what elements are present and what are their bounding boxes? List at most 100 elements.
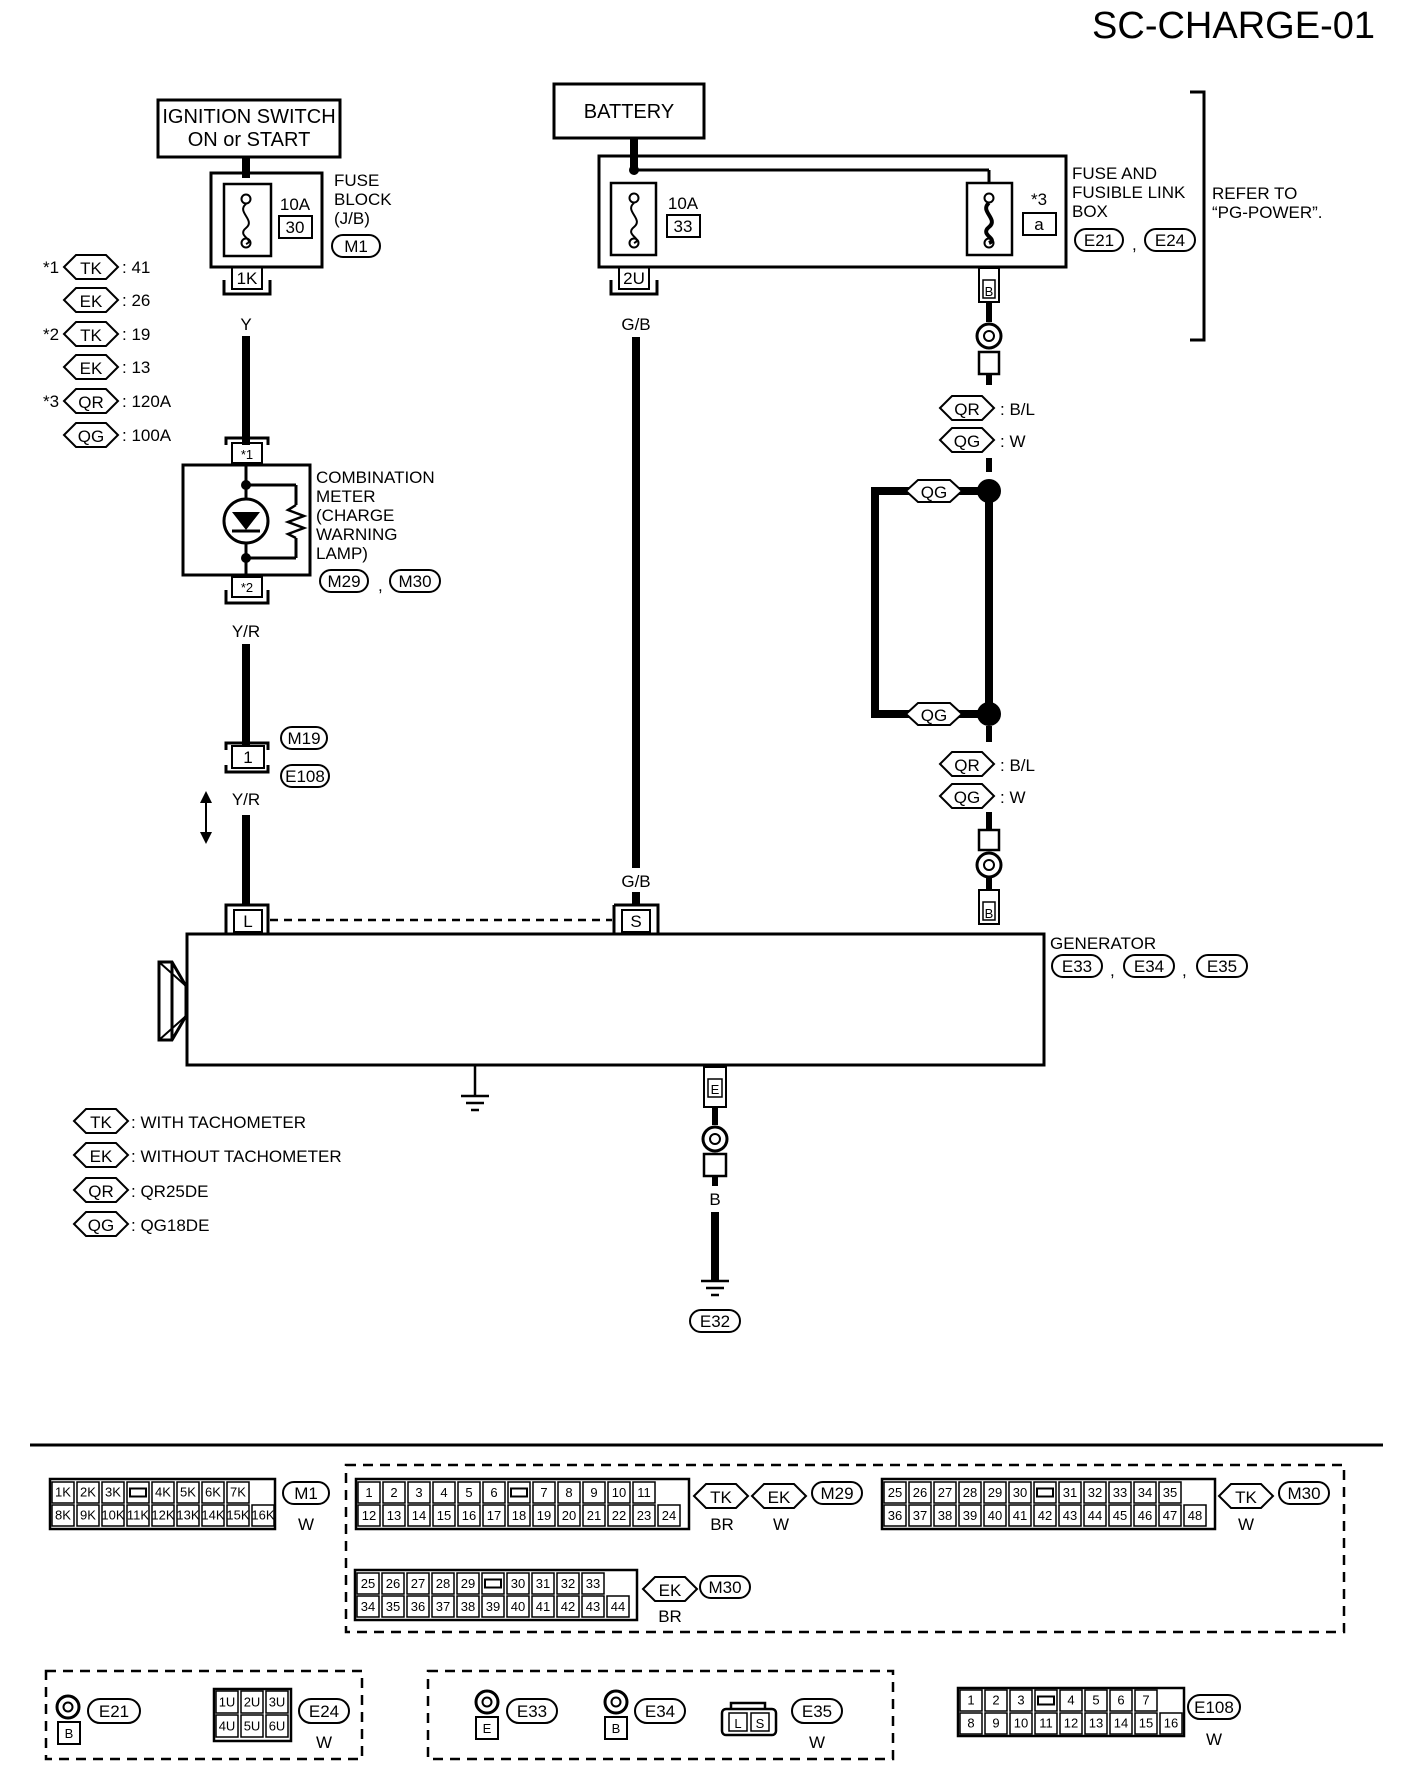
connector-pin: 33	[1108, 1481, 1132, 1504]
svg-text:3U: 3U	[269, 1695, 286, 1710]
connector-id-e24: E24	[298, 1698, 350, 1724]
svg-text:M30: M30	[708, 1578, 741, 1597]
connector-pin: 32	[1083, 1481, 1107, 1504]
connector-pin: 12	[1059, 1712, 1083, 1735]
connector-pin: 17	[482, 1504, 506, 1527]
svg-text:19: 19	[537, 1508, 551, 1523]
connector-badge-e34-top: E34	[1123, 954, 1175, 978]
wire-color-gb-2: G/B	[621, 872, 650, 891]
svg-text:TK: TK	[80, 259, 102, 278]
connector-pin: 40	[506, 1595, 530, 1618]
connector-badge-m30: M30	[389, 569, 441, 593]
svg-text:1: 1	[365, 1485, 372, 1500]
svg-text:28: 28	[436, 1576, 450, 1591]
battery-box: BATTERY	[552, 82, 706, 140]
connector-face-e21: B	[55, 1694, 81, 1745]
connector-id-e21: E21	[87, 1698, 141, 1724]
svg-text:6K: 6K	[205, 1485, 221, 1500]
svg-text:L: L	[734, 1716, 741, 1731]
generator-label: GENERATOR	[1050, 934, 1156, 953]
generator-conn-sep-1: ,	[1110, 961, 1115, 980]
svg-text:2U: 2U	[244, 1695, 261, 1710]
generator-body	[157, 932, 1046, 1067]
connector-pin: 33	[581, 1572, 605, 1595]
svg-text:3: 3	[415, 1485, 422, 1500]
svg-text:1K: 1K	[237, 269, 258, 288]
connector-pin: 36	[883, 1504, 907, 1527]
svg-text:33: 33	[586, 1576, 600, 1591]
svg-text:20: 20	[562, 1508, 576, 1523]
connector-pin: 4K	[151, 1481, 175, 1504]
connector-pin: 15	[1134, 1712, 1158, 1735]
connector-group-e33-e35	[426, 1669, 895, 1761]
connector-pin: 43	[581, 1595, 605, 1618]
connector-badge-e35-top: E35	[1196, 954, 1248, 978]
svg-text:6: 6	[490, 1485, 497, 1500]
svg-text:25: 25	[361, 1576, 375, 1591]
connector-pin: 37	[908, 1504, 932, 1527]
svg-text:QG: QG	[954, 788, 980, 807]
connector-pin: 8K	[51, 1504, 75, 1527]
svg-text:30: 30	[511, 1576, 525, 1591]
svg-text:14: 14	[1114, 1716, 1128, 1731]
svg-text:37: 37	[913, 1508, 927, 1523]
tag-qg-right-2: QG	[938, 783, 996, 809]
svg-text:E108: E108	[1194, 1698, 1234, 1717]
svg-text:38: 38	[461, 1599, 475, 1614]
svg-text:2: 2	[390, 1485, 397, 1500]
connector-pin: 11	[632, 1481, 656, 1504]
connector-lock-tab	[481, 1572, 505, 1595]
wire-color-w-2: : W	[1000, 788, 1026, 807]
connector-pin: 5	[1084, 1689, 1108, 1712]
svg-text:E: E	[711, 1082, 720, 1097]
svg-text:40: 40	[511, 1599, 525, 1614]
note-star-1: *1	[43, 258, 59, 277]
refer-label-1: REFER TO	[1212, 184, 1297, 203]
meter-label-5: LAMP)	[316, 544, 368, 563]
connector-pin: 39	[958, 1504, 982, 1527]
svg-text:EK: EK	[80, 292, 103, 311]
svg-text:26: 26	[913, 1485, 927, 1500]
terminal-1k: 1K	[222, 266, 272, 296]
fusible-box-conn-sep: ,	[1132, 235, 1137, 254]
connector-pin: 13K	[176, 1504, 200, 1527]
svg-text:QR: QR	[954, 756, 980, 775]
wire-color-bl-2: : B/L	[1000, 756, 1035, 775]
svg-text:9: 9	[992, 1716, 999, 1731]
connector-pin: 12K	[151, 1504, 175, 1527]
connector-pin: 11K	[126, 1504, 150, 1527]
svg-text:*1: *1	[241, 447, 253, 462]
svg-text:31: 31	[1063, 1485, 1077, 1500]
svg-text:QR: QR	[954, 400, 980, 419]
connector-id-e108: E108	[1187, 1694, 1241, 1720]
connector-pin: 41	[531, 1595, 555, 1618]
connector-pin: 8	[959, 1712, 983, 1735]
connector-pin: 13	[1084, 1712, 1108, 1735]
note-value-3: : 19	[122, 325, 150, 344]
connector-pin: 19	[532, 1504, 556, 1527]
connector-color-m1: W	[298, 1515, 314, 1534]
connector-pin: 1	[357, 1481, 381, 1504]
svg-text:34: 34	[1138, 1485, 1152, 1500]
connector-pin: 9	[984, 1712, 1008, 1735]
svg-text:15: 15	[1139, 1716, 1153, 1731]
connector-pin: 42	[1033, 1504, 1057, 1527]
m30-tk-color: W	[1238, 1515, 1254, 1534]
m29-color-ek: W	[773, 1515, 789, 1534]
svg-text:1K: 1K	[55, 1485, 71, 1500]
connector-pin: 15K	[226, 1504, 250, 1527]
svg-text:12: 12	[1064, 1716, 1078, 1731]
svg-text:7: 7	[1142, 1693, 1149, 1708]
wire-color-gb-1: G/B	[621, 315, 650, 334]
connector-face-m30-tk	[880, 1477, 1217, 1531]
connector-id-m30-ek: M30	[699, 1575, 751, 1599]
connector-pin: 28	[958, 1481, 982, 1504]
svg-text:35: 35	[1163, 1485, 1177, 1500]
svg-text:38: 38	[938, 1508, 952, 1523]
connector-pin: 7	[532, 1481, 556, 1504]
svg-text:23: 23	[637, 1508, 651, 1523]
connector-pin: 35	[381, 1595, 405, 1618]
note-value-5: : 120A	[122, 392, 172, 411]
connector-pin: 1	[959, 1689, 983, 1712]
